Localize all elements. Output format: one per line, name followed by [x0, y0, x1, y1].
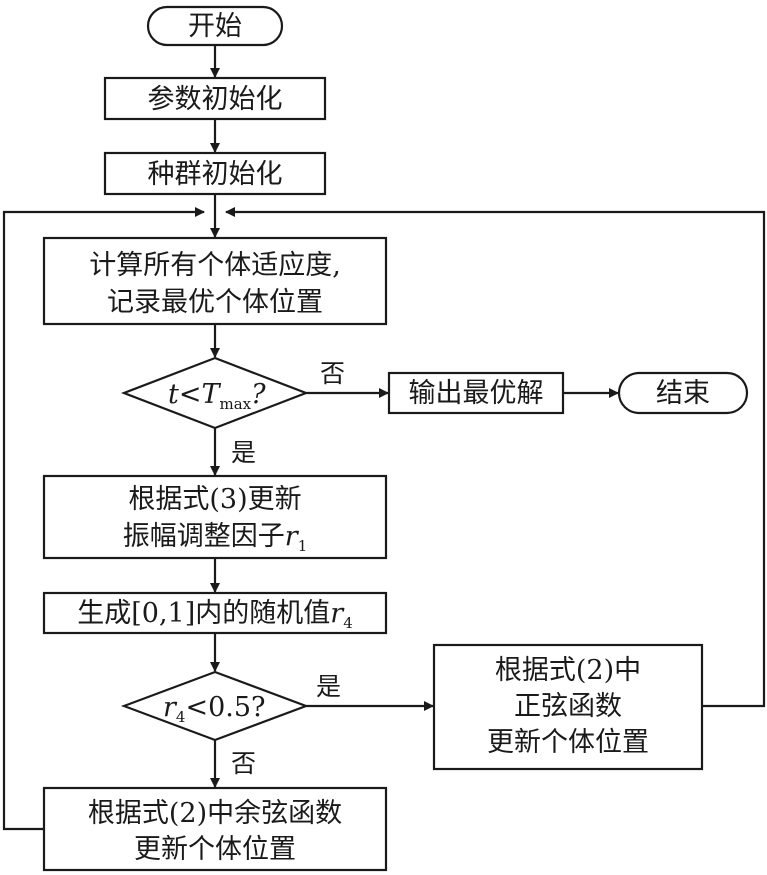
fitness-node: 计算所有个体适应度, 记录最优个体位置 [42, 236, 388, 326]
edge-label-no-t: 否 [320, 359, 345, 388]
output-best-node: 输出最优解 [387, 371, 565, 415]
sine-update-node: 根据式(2)中 正弦函数 更新个体位置 [432, 643, 704, 771]
cosine-update-label-line1: 根据式(2)中余弦函数 [88, 798, 342, 829]
decision-t-label: t<Tmax? [168, 379, 266, 413]
edge-label-yes-t: 是 [231, 438, 256, 467]
end-label: 结束 [656, 378, 710, 409]
loop-cosine-to-top [2, 207, 205, 831]
output-best-label: 输出最优解 [409, 378, 544, 409]
cosine-update-label-line2: 更新个体位置 [134, 834, 296, 865]
update-r1-node: 根据式(3)更新 振幅调整因子r1 [42, 474, 388, 560]
sine-update-label-line2: 正弦函数 [514, 691, 622, 722]
sine-update-label-line3: 更新个体位置 [487, 727, 649, 758]
fitness-label-line2: 记录最优个体位置 [107, 287, 323, 318]
update-r1-label-line2: 振幅调整因子r1 [123, 521, 307, 555]
update-r1-label-line1: 根据式(3)更新 [128, 484, 301, 515]
decision-r4-label: r4<0.5? [163, 692, 266, 726]
fitness-label-line1: 计算所有个体适应度, [89, 250, 341, 281]
start-label: 开始 [188, 11, 242, 42]
gen-r4-label: 生成[0,1]内的随机值r4 [77, 598, 352, 632]
start-node: 开始 [146, 5, 284, 47]
edge-label-no-r4: 否 [231, 749, 256, 778]
pop-init-node: 种群初始化 [103, 151, 327, 196]
edge-label-yes-r4: 是 [316, 672, 341, 701]
cosine-update-node: 根据式(2)中余弦函数 更新个体位置 [42, 786, 388, 872]
param-init-label: 参数初始化 [148, 84, 283, 115]
decision-t-node: t<Tmax? [120, 356, 310, 430]
pop-init-label: 种群初始化 [148, 159, 283, 190]
decision-r4-node: r4<0.5? [120, 670, 310, 742]
loop-sine-to-top [225, 207, 766, 708]
sine-update-label-line1: 根据式(2)中 [495, 655, 641, 686]
gen-r4-node: 生成[0,1]内的随机值r4 [42, 591, 388, 635]
param-init-node: 参数初始化 [103, 76, 327, 121]
end-node: 结束 [617, 371, 749, 415]
